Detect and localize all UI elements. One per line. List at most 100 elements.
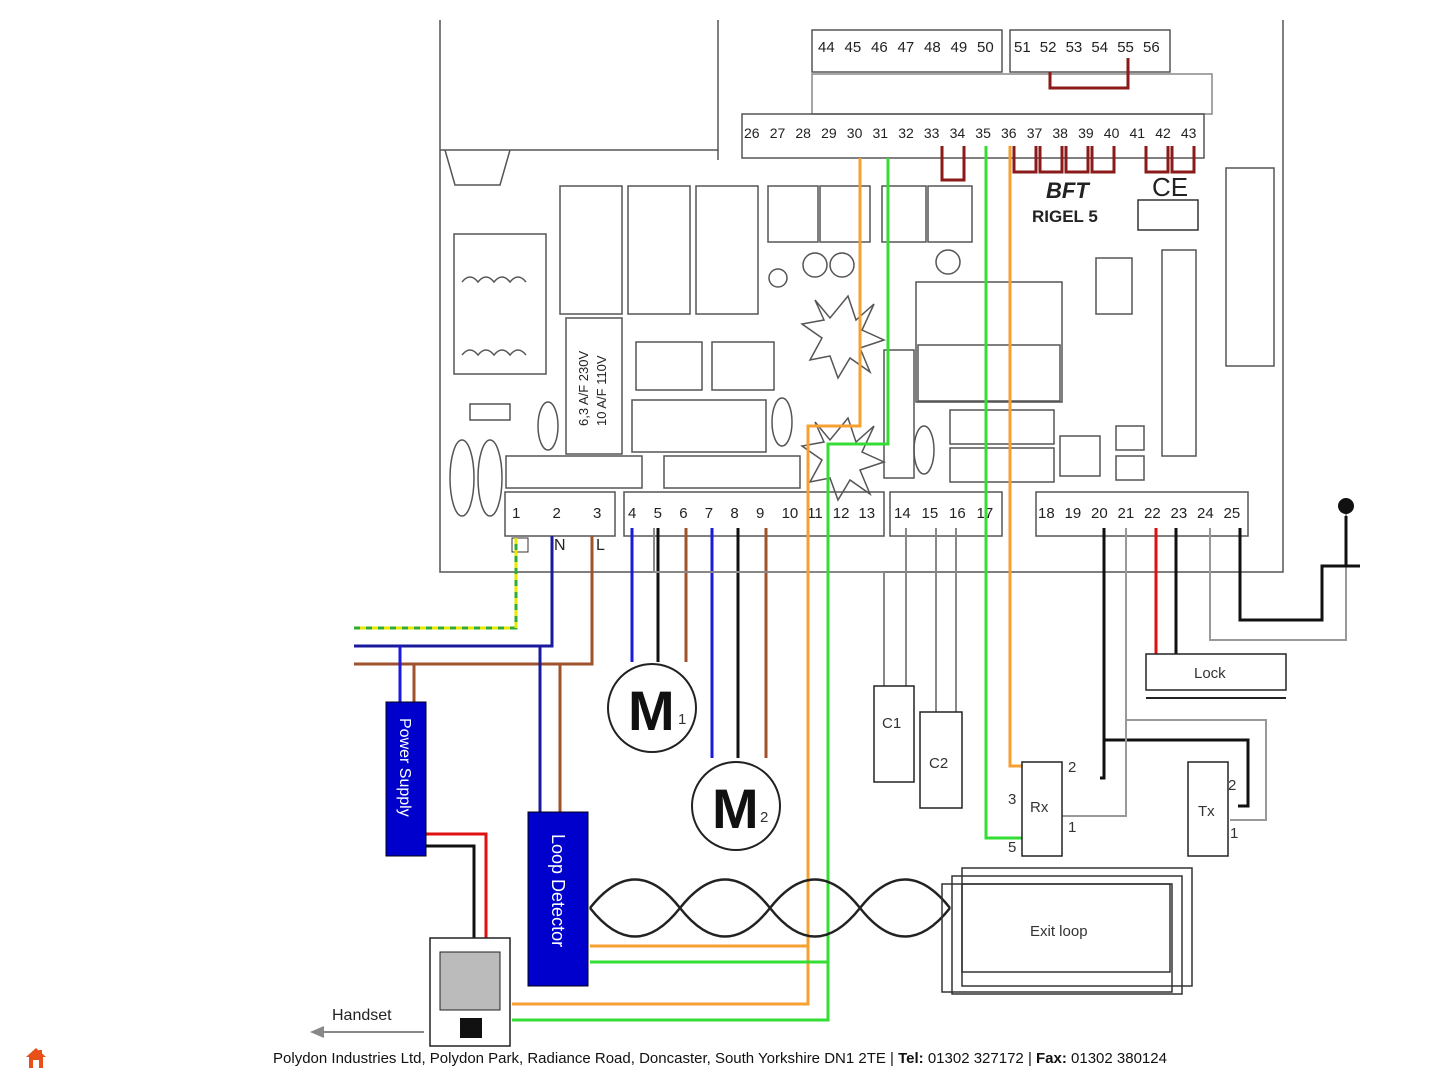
handset-unit bbox=[429, 937, 511, 1047]
terminal-11: 11 bbox=[807, 505, 823, 522]
terminal-54: 54 bbox=[1091, 39, 1108, 56]
live-label: L bbox=[596, 537, 605, 554]
terminal-25: 25 bbox=[1224, 505, 1241, 522]
terminal-19: 19 bbox=[1065, 505, 1082, 522]
footer-contact: Polydon Industries Ltd, Polydon Park, Ra… bbox=[0, 1050, 1440, 1067]
rx-pin-2: 2 bbox=[1068, 759, 1076, 776]
capacitor-c1: C1 bbox=[873, 685, 915, 783]
capacitor-c2: C2 bbox=[919, 711, 963, 809]
terminal-38: 38 bbox=[1052, 125, 1068, 141]
terminal-35: 35 bbox=[975, 125, 991, 141]
terminal-1: 1 bbox=[512, 505, 520, 522]
fuse-label-1: 6,3 A/F 230V bbox=[576, 351, 591, 426]
terminal-14: 14 bbox=[894, 505, 911, 522]
terminal-24: 24 bbox=[1197, 505, 1214, 522]
tx-pin-1: 1 bbox=[1230, 825, 1238, 842]
terminal-6: 6 bbox=[679, 505, 687, 522]
fuse-label-2: 10 A/F 110V bbox=[594, 355, 609, 426]
terminal-22: 22 bbox=[1144, 505, 1161, 522]
lock-label: Lock bbox=[1194, 665, 1226, 682]
motor-2-index: 2 bbox=[760, 809, 768, 826]
footer-fax-label: Fax: bbox=[1036, 1050, 1067, 1067]
terminal-40: 40 bbox=[1104, 125, 1120, 141]
motor-1: M 1 bbox=[607, 663, 697, 753]
terminal-44: 44 bbox=[818, 39, 835, 56]
transmitter-label: Tx bbox=[1198, 803, 1215, 820]
terminal-29: 29 bbox=[821, 125, 837, 141]
power-supply: Power Supply bbox=[385, 701, 427, 857]
footer-company: Polydon Industries Ltd, Polydon Park, Ra… bbox=[273, 1050, 899, 1067]
terminal-28: 28 bbox=[795, 125, 811, 141]
capacitor-c2-label: C2 bbox=[929, 755, 948, 772]
model-label: RIGEL 5 bbox=[1032, 207, 1098, 226]
terminal-20: 20 bbox=[1091, 505, 1108, 522]
earth-symbol bbox=[511, 537, 529, 553]
terminal-8: 8 bbox=[730, 505, 738, 522]
rx-pin-5: 5 bbox=[1008, 839, 1016, 856]
twisted-pair bbox=[589, 878, 951, 938]
ce-mark: CE bbox=[1152, 172, 1188, 202]
neutral-label: N bbox=[554, 537, 566, 554]
power-supply-label: Power Supply bbox=[396, 718, 413, 817]
terminal-27: 27 bbox=[770, 125, 786, 141]
terminal-45: 45 bbox=[845, 39, 862, 56]
terminal-18: 18 bbox=[1038, 505, 1055, 522]
footer-tel-label: Tel: bbox=[898, 1050, 924, 1067]
exit-loop-label: Exit loop bbox=[1030, 923, 1088, 940]
footer-fax-value: 01302 380124 bbox=[1066, 1050, 1167, 1067]
exit-loop bbox=[941, 867, 1193, 995]
brand-label: BFT bbox=[1046, 178, 1090, 203]
terminal-12: 12 bbox=[833, 505, 850, 522]
motor-1-label: M bbox=[628, 679, 675, 742]
terminal-26: 26 bbox=[744, 125, 760, 141]
receiver-rx: Rx 2 3 1 5 bbox=[1008, 759, 1076, 857]
terminal-10: 10 bbox=[782, 505, 799, 522]
terminal-55: 55 bbox=[1117, 39, 1134, 56]
terminal-3: 3 bbox=[593, 505, 601, 522]
terminal-4: 4 bbox=[628, 505, 636, 522]
control-board bbox=[439, 20, 1284, 573]
terminal-41: 41 bbox=[1130, 125, 1146, 141]
jumper-links bbox=[940, 58, 1196, 182]
terminal-34: 34 bbox=[950, 125, 966, 141]
handset-arrow-head bbox=[310, 1026, 324, 1038]
terminal-13: 13 bbox=[858, 505, 875, 522]
rx-pin-3: 3 bbox=[1008, 791, 1016, 808]
rx-pin-1: 1 bbox=[1068, 819, 1076, 836]
wires bbox=[316, 146, 1360, 1033]
terminal-36: 36 bbox=[1001, 125, 1017, 141]
terminal-53: 53 bbox=[1066, 39, 1083, 56]
terminal-39: 39 bbox=[1078, 125, 1094, 141]
footer-tel-value: 01302 327172 | bbox=[923, 1050, 1037, 1067]
loop-detector: Loop Detector bbox=[527, 811, 589, 987]
transmitter-tx: Tx 2 1 bbox=[1187, 761, 1238, 857]
terminal-row-1-3: 1 2 3 bbox=[512, 505, 601, 522]
antenna-tip bbox=[1338, 498, 1354, 514]
lock-device: Lock bbox=[1145, 653, 1287, 699]
terminal-51: 51 bbox=[1014, 39, 1031, 56]
terminal-7: 7 bbox=[705, 505, 713, 522]
loop-detector-label: Loop Detector bbox=[548, 834, 568, 947]
terminal-9: 9 bbox=[756, 505, 764, 522]
terminal-43: 43 bbox=[1181, 125, 1197, 141]
terminal-42: 42 bbox=[1155, 125, 1171, 141]
terminal-46: 46 bbox=[871, 39, 888, 56]
terminal-30: 30 bbox=[847, 125, 863, 141]
terminal-2: 2 bbox=[553, 505, 561, 522]
terminal-52: 52 bbox=[1040, 39, 1057, 56]
motor-1-index: 1 bbox=[678, 711, 686, 728]
terminal-15: 15 bbox=[922, 505, 939, 522]
terminal-50: 50 bbox=[977, 39, 994, 56]
terminal-23: 23 bbox=[1171, 505, 1188, 522]
receiver-label: Rx bbox=[1030, 799, 1049, 816]
capacitor-c1-label: C1 bbox=[882, 715, 901, 732]
home-icon[interactable] bbox=[24, 1046, 48, 1070]
terminal-5: 5 bbox=[654, 505, 662, 522]
terminal-47: 47 bbox=[898, 39, 915, 56]
